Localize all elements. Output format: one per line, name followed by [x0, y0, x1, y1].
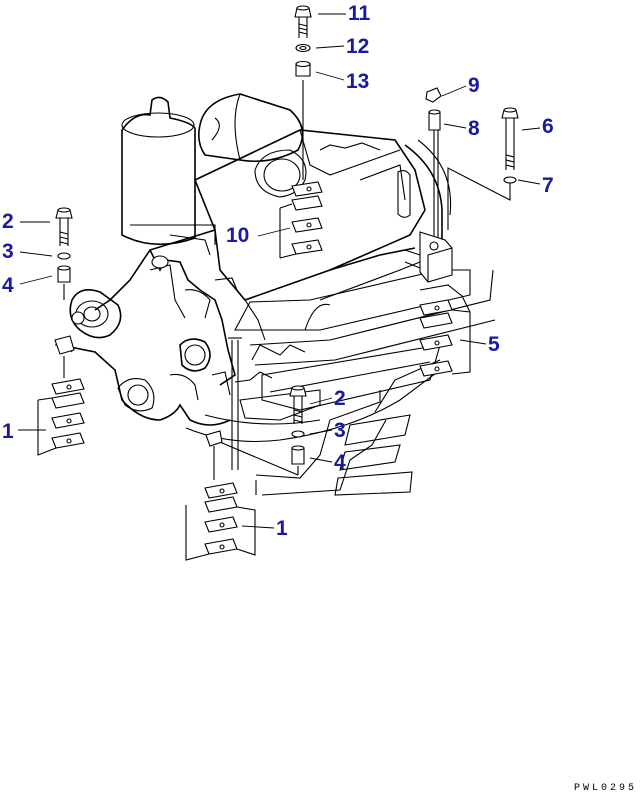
callout-1-left: 1	[2, 420, 14, 443]
callout-2-center: 2	[334, 387, 346, 410]
leader-lines	[18, 13, 541, 529]
top-right-bolt-stack	[404, 87, 519, 377]
frame-outline	[234, 269, 496, 496]
left-bolt-stack	[37, 207, 85, 456]
callout-9: 9	[468, 74, 480, 97]
callout-3-center: 3	[334, 419, 346, 442]
callout-10: 10	[226, 224, 249, 247]
callout-1-bottom: 1	[276, 517, 288, 540]
callout-5: 5	[488, 333, 500, 356]
callout-4-left: 4	[2, 274, 14, 297]
callout-6: 6	[542, 115, 554, 138]
callout-4-center: 4	[334, 451, 346, 474]
drawing-code: PWL0295	[574, 783, 637, 794]
callout-3-left: 3	[2, 240, 14, 263]
engine-assembly	[55, 93, 452, 470]
top-center-bolt-stack	[279, 5, 323, 259]
callout-13: 13	[346, 70, 369, 93]
callout-12: 12	[346, 35, 369, 58]
center-bolt-stack	[185, 385, 307, 561]
callout-11: 11	[348, 2, 371, 25]
callout-7: 7	[542, 174, 554, 197]
callout-2-left: 2	[2, 210, 14, 233]
callout-labels: 11 12 13 9 8 6 7 10 2 3 4 5 1 2 3 4 1	[2, 2, 554, 540]
callout-8: 8	[468, 117, 480, 140]
